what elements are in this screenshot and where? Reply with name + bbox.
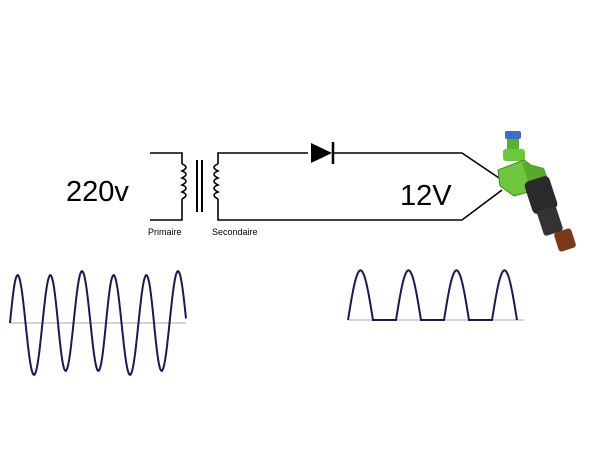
transformer-core	[196, 160, 203, 212]
secondary-winding	[213, 152, 503, 221]
primary-winding	[150, 152, 187, 221]
primary-label: Primaire	[148, 227, 182, 237]
input-waveform	[9, 269, 187, 377]
diode-symbol	[311, 142, 503, 181]
output-voltage-label: 12V	[400, 180, 452, 212]
output-waveform	[347, 269, 524, 321]
input-sine-curve	[9, 269, 187, 377]
secondary-label: Secondaire	[212, 227, 258, 237]
fuel-injector-icon	[497, 131, 576, 252]
input-voltage-label: 220v	[66, 176, 129, 208]
output-rectified-curve	[347, 269, 518, 321]
